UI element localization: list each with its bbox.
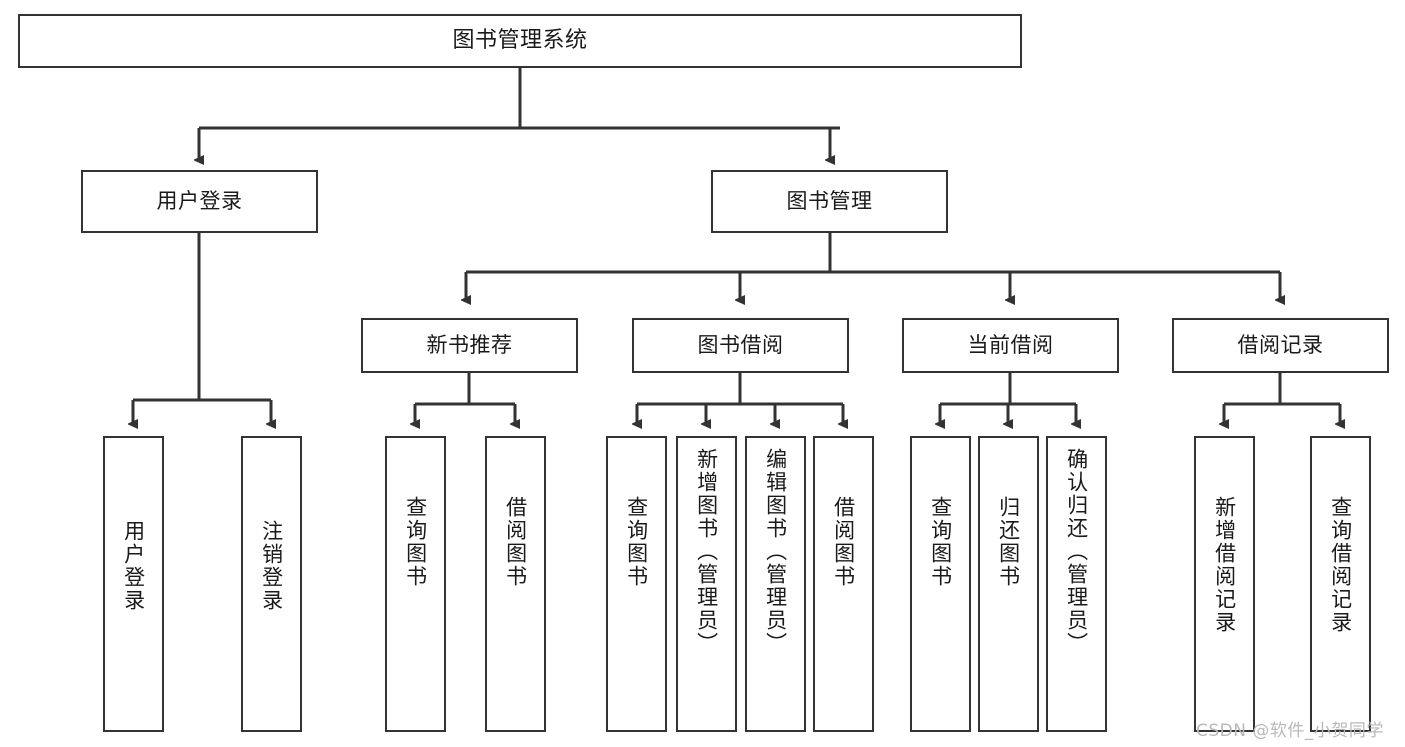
node-leaf-query-book-3[interactable]: 查询图书 <box>910 436 971 732</box>
node-leaf-return-book[interactable]: 归还图书 <box>978 436 1039 732</box>
node-label: 查询图书 <box>624 496 649 588</box>
node-leaf-borrow-book-1[interactable]: 借阅图书 <box>485 436 546 732</box>
node-label: 新书推荐 <box>426 333 513 358</box>
node-leaf-logout[interactable]: 注销登录 <box>241 436 302 732</box>
node-leaf-query-book-1[interactable]: 查询图书 <box>385 436 446 732</box>
node-label: 借阅图书 <box>503 496 528 588</box>
node-borrow-record[interactable]: 借阅记录 <box>1172 318 1389 373</box>
node-label: 图书借阅 <box>697 333 784 358</box>
node-label: 注销登录 <box>259 520 284 612</box>
node-label: 用户登录 <box>156 189 243 214</box>
node-leaf-query-record[interactable]: 查询借阅记录 <box>1310 436 1371 732</box>
node-label: 确认归还（管理员） <box>1064 448 1089 655</box>
node-label: 查询图书 <box>928 496 953 588</box>
node-label: 归还图书 <box>996 496 1021 588</box>
node-label: 查询图书 <box>403 496 428 588</box>
node-new-book-recommend[interactable]: 新书推荐 <box>361 318 578 373</box>
node-label: 借阅图书 <box>831 496 856 588</box>
node-user-login[interactable]: 用户登录 <box>81 170 318 233</box>
node-label: 查询借阅记录 <box>1328 496 1353 634</box>
node-current-borrow[interactable]: 当前借阅 <box>902 318 1119 373</box>
node-leaf-user-login[interactable]: 用户登录 <box>103 436 164 732</box>
node-leaf-confirm-return[interactable]: 确认归还（管理员） <box>1046 436 1107 732</box>
node-label: 当前借阅 <box>967 333 1054 358</box>
node-root-system[interactable]: 图书管理系统 <box>18 14 1022 68</box>
node-leaf-edit-book[interactable]: 编辑图书（管理员） <box>745 436 806 732</box>
node-label: 图书管理 <box>786 189 873 214</box>
node-leaf-add-book[interactable]: 新增图书（管理员） <box>676 436 737 732</box>
node-book-manage[interactable]: 图书管理 <box>711 170 948 233</box>
watermark: CSDN @软件_小贺同学 <box>1196 721 1384 741</box>
node-label: 新增图书（管理员） <box>694 448 719 655</box>
node-label: 用户登录 <box>121 520 146 612</box>
node-leaf-borrow-book-2[interactable]: 借阅图书 <box>813 436 874 732</box>
node-label: 编辑图书（管理员） <box>763 448 788 655</box>
node-leaf-add-record[interactable]: 新增借阅记录 <box>1194 436 1255 732</box>
node-leaf-query-book-2[interactable]: 查询图书 <box>606 436 667 732</box>
node-label: 借阅记录 <box>1237 333 1324 358</box>
node-book-borrow[interactable]: 图书借阅 <box>632 318 849 373</box>
node-label: 新增借阅记录 <box>1212 496 1237 634</box>
node-label: 图书管理系统 <box>452 28 588 54</box>
